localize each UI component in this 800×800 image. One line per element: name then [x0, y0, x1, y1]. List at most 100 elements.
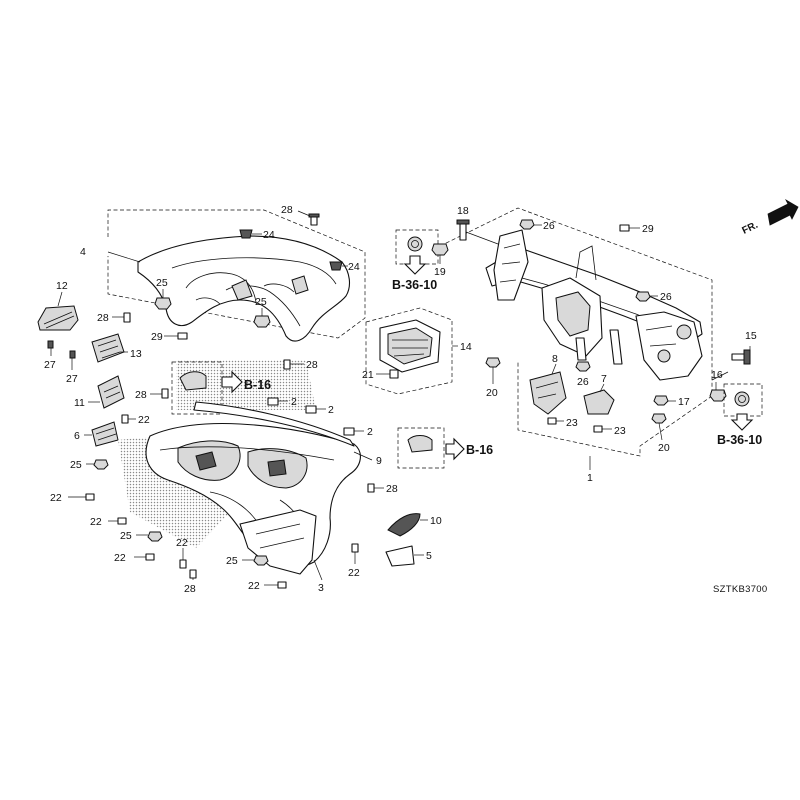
callout-22: 22	[138, 414, 150, 426]
ref-b16-upper: B-16	[244, 378, 271, 392]
screw-28-left	[123, 312, 131, 323]
callout-21: 21	[362, 369, 374, 381]
screw-22-c	[145, 553, 155, 561]
airbag-module-group	[365, 307, 465, 469]
callout-24: 24	[263, 229, 275, 241]
nut-25-bottom	[253, 555, 269, 566]
dashboard-lower-assembly	[118, 359, 428, 589]
airbag-connector-upper	[179, 371, 207, 391]
b16-lower-box	[397, 427, 445, 469]
bolt-20-right	[651, 413, 667, 424]
callout-11: 11	[74, 397, 85, 409]
callout-22: 22	[90, 516, 102, 528]
callout-7: 7	[601, 373, 607, 385]
screw-29	[177, 332, 188, 340]
nut-16	[709, 389, 727, 402]
callout-22: 22	[348, 567, 360, 579]
bracket-7	[583, 389, 615, 415]
hanger-left-bracket	[493, 229, 529, 301]
screw-29-hanger	[619, 224, 630, 232]
callout-17: 17	[678, 396, 690, 408]
callout-25: 25	[255, 296, 267, 308]
screw-23-a	[547, 417, 557, 425]
clip-2-a	[267, 397, 279, 406]
b3610-right-reference	[723, 383, 763, 431]
callout-19: 19	[434, 266, 446, 278]
left-side-parts	[37, 291, 188, 561]
callout-16: 16	[711, 369, 723, 381]
nut-26-top	[519, 219, 535, 230]
group-4-dashed-boundary	[107, 209, 366, 339]
clip-27-a	[47, 340, 54, 349]
callout-25: 25	[226, 555, 238, 567]
clip-24-right	[329, 261, 343, 271]
callout-25: 25	[70, 459, 82, 471]
front-marker-label: FR.	[740, 220, 759, 237]
bolt-20-left	[485, 357, 501, 368]
clip-24-upper	[239, 229, 253, 239]
screw-23-b	[593, 425, 603, 433]
callout-9: 9	[376, 455, 382, 467]
callout-24: 24	[348, 261, 360, 273]
trim-panel-10	[387, 513, 421, 537]
callout-15: 15	[745, 330, 757, 342]
bolt-21	[389, 369, 399, 379]
group-14-dashed-boundary	[365, 307, 453, 395]
callout-28: 28	[386, 483, 398, 495]
callout-4: 4	[80, 246, 86, 258]
callout-22: 22	[248, 580, 260, 592]
callout-2: 2	[291, 396, 297, 408]
nut-25-center	[253, 315, 271, 328]
callout-1: 1	[587, 472, 593, 484]
screw-28-upper-right	[283, 359, 291, 370]
nut-26-lower	[575, 361, 591, 372]
callout-13: 13	[130, 348, 142, 360]
front-arrow-icon	[767, 198, 799, 226]
nut-25-lower-left	[93, 459, 109, 470]
callout-28: 28	[281, 204, 293, 216]
airbag-connector-lower	[407, 435, 433, 453]
callout-6: 6	[74, 430, 80, 442]
group-1-dashed-boundary	[439, 207, 713, 457]
screw-22-b	[117, 517, 127, 525]
callout-12: 12	[56, 280, 68, 292]
callout-23: 23	[614, 425, 626, 437]
callout-23: 23	[566, 417, 578, 429]
callout-25: 25	[120, 530, 132, 542]
callout-28: 28	[97, 312, 109, 324]
hanger-right-bracket	[635, 311, 703, 381]
callout-29: 29	[642, 223, 654, 235]
callout-28: 28	[184, 583, 196, 595]
front-direction-marker: FR.	[740, 198, 799, 237]
callout-2: 2	[367, 426, 373, 438]
grommet-left	[407, 236, 423, 252]
b3610-arrow-right	[730, 413, 754, 431]
screw-28-bottom	[189, 569, 197, 579]
hanger-leg-left	[575, 337, 587, 361]
b16-upper-box	[171, 361, 223, 415]
bolt-18	[459, 221, 467, 241]
diagram-code: SZTKB3700	[713, 584, 767, 595]
callout-8: 8	[552, 353, 558, 365]
dashboard-strip-9	[193, 401, 355, 447]
callout-26: 26	[543, 220, 555, 232]
callout-20: 20	[486, 387, 498, 399]
callout-20: 20	[658, 442, 670, 454]
nut-25-left	[154, 297, 172, 310]
callout-10: 10	[430, 515, 442, 527]
ref-b3610-right: B-36-10	[717, 433, 762, 447]
screw-22-bottom-center	[277, 581, 287, 589]
b3610-arrow-left	[403, 255, 427, 275]
dashboard-upper-panel-group	[107, 209, 366, 342]
callout-22: 22	[114, 552, 126, 564]
screw-22-a	[85, 493, 95, 501]
vent-6	[91, 421, 119, 447]
screw-28-lower	[367, 483, 375, 493]
callout-28: 28	[135, 389, 147, 401]
callout-22: 22	[176, 537, 188, 549]
ref-b16-lower: B-16	[466, 443, 493, 457]
ref-b3610-left: B-36-10	[392, 278, 437, 292]
screen-area-top	[176, 360, 316, 410]
hanger-leg-right	[609, 329, 623, 365]
